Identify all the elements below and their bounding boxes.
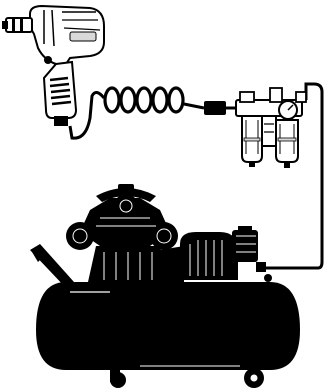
- compressor-tank: [36, 282, 300, 370]
- cylinder-cap-left: [66, 222, 94, 250]
- air-compressor: [30, 184, 300, 388]
- impact-wrench: [2, 4, 105, 126]
- wrench-logo-plate: [69, 31, 97, 42]
- cylinder-cap-right: [150, 222, 178, 250]
- coiled-air-hose: [103, 86, 185, 114]
- wrench-air-inlet: [54, 116, 68, 126]
- cylinder-cap-top: [114, 194, 138, 218]
- compressor-pump-head: [80, 198, 170, 252]
- hose-straight-segment: [183, 102, 205, 110]
- wrench-anvil: [5, 17, 33, 33]
- hose-to-wrench-line: [68, 91, 106, 140]
- belt-guard: [160, 246, 184, 282]
- quick-coupler: [204, 101, 226, 115]
- filter-regulator-lubricator: [235, 87, 307, 168]
- compressor-supply-line: [258, 82, 324, 270]
- wrench-adjust-knob: [44, 56, 52, 64]
- compressor-wheel-left: [110, 372, 126, 388]
- compressor-handle: [30, 244, 74, 288]
- compressor-motor: [180, 232, 238, 280]
